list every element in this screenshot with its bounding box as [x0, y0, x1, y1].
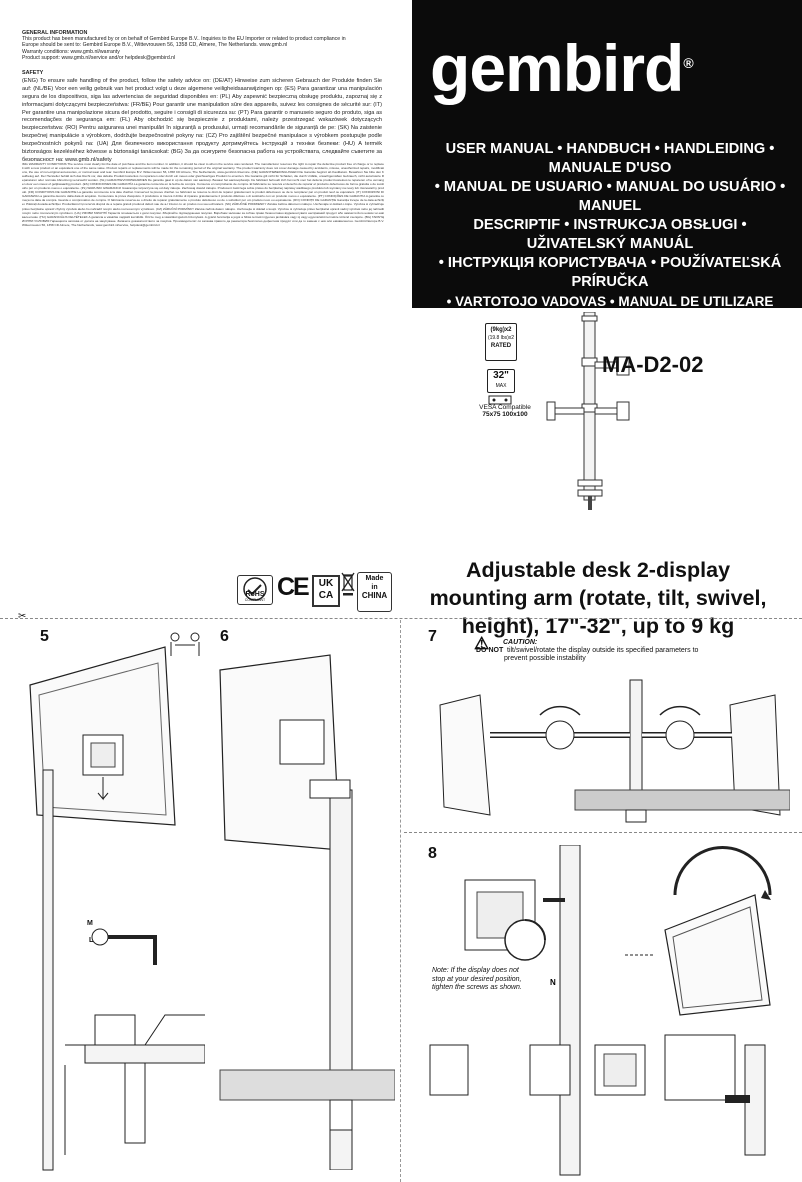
manual-title-line: USER MANUAL • HANDBUCH • HANDLEIDING • M…: [445, 141, 775, 176]
ukca-bottom: CA: [318, 590, 334, 601]
caution-text-1: tilt/swivel/rotate the display outside i…: [507, 647, 699, 654]
weight-rating-badge: (9kg)x2 (19.8 lbs)x2 RATED: [485, 323, 517, 361]
manual-title-line: DESCRIPTIF • INSTRUKCJA OBSŁUGI • UŽIVAT…: [473, 217, 747, 252]
vesa-label: VESA Compatible 75x75 100x100: [465, 404, 545, 418]
logo-text: gembird: [430, 31, 684, 105]
caution-label: CAUTION:: [503, 639, 538, 646]
note-line: stop at your desired position,: [432, 975, 522, 983]
general-line: Warranty conditions: www.gmb.nl/warranty: [22, 48, 120, 55]
screen-size-max: MAX: [495, 383, 507, 389]
scissors-icon: ✂: [18, 611, 27, 622]
weee-bin-icon: [341, 570, 355, 601]
gembird-logo: gembird®: [430, 30, 802, 106]
title-line: Adjustable desk 2-display: [465, 558, 731, 582]
step-7-illustration: [439, 679, 790, 823]
made-label: Made: [365, 575, 384, 582]
safety-section: SAFETY (ENG) To ensure safe handling of …: [22, 70, 382, 165]
caution-text-2: prevent possible instability: [504, 655, 586, 662]
label-l: L: [89, 937, 94, 944]
manual-title-line: • ІНСТРУКЦІЯ КОРИСТУВАЧА • POUŽÍVATEĽSKÁ…: [438, 255, 782, 290]
rohs-mark: RoHS COMPLIANT: [237, 575, 273, 605]
brand-header: [412, 0, 802, 308]
cut-line: [0, 618, 802, 619]
caution-do-not: DO NOT: [476, 647, 504, 654]
registered-mark: ®: [683, 55, 693, 71]
vesa-icon: [488, 392, 512, 410]
step-6-number: 6: [220, 628, 229, 645]
general-line: Europe should be sent to: Gembird Europe…: [22, 42, 288, 49]
screen-size-badge: 32" MAX: [487, 369, 515, 393]
step-5-number: 5: [40, 628, 49, 645]
caution-icon: ⚠: [474, 634, 490, 653]
ce-mark: CE: [277, 573, 310, 601]
safety-heading: SAFETY: [22, 70, 44, 76]
made-in-china-badge: Made in CHINA: [357, 572, 392, 612]
warranty-text: IMG WARRANTY CONDITIONS The service must…: [22, 162, 384, 227]
product-illustration: [546, 312, 630, 510]
vesa-sizes: 75x75 100x100: [482, 411, 528, 418]
rohs-sub: COMPLIANT: [244, 598, 266, 602]
label-m: M: [87, 920, 93, 927]
general-heading: GENERAL INFORMATION: [22, 30, 88, 36]
general-line: Product support: www.gmb.nl/service and/…: [22, 54, 176, 61]
weight-lbs: (19.8 lbs)x2: [487, 335, 515, 341]
title-line: mounting arm (rotate, tilt, swivel,: [429, 586, 767, 610]
product-title: Adjustable desk 2-display mounting arm (…: [402, 556, 794, 640]
in-label: in: [371, 583, 378, 591]
ukca-mark: UK CA: [312, 575, 340, 607]
step-8-number: 8: [428, 845, 437, 862]
note-line: Note: If the display does not: [432, 967, 519, 974]
step-divider: [404, 832, 802, 833]
safety-text: (ENG) To ensure safe handling of the pro…: [22, 77, 382, 163]
step-5-illustration: [29, 632, 205, 1171]
general-information: GENERAL INFORMATION This product has bee…: [22, 30, 382, 61]
manual-title-line: • VARTOTOJO VADOVAS • MANUAL DE UTILIZAR…: [446, 294, 774, 309]
title-line: height), 17"-32", up to 9 kg: [461, 614, 735, 638]
rohs-label: RoHS: [245, 591, 265, 598]
step-6-illustration: [219, 654, 395, 1170]
manual-titles: USER MANUAL • HANDBUCH • HANDLEIDING • M…: [430, 140, 790, 311]
model-number: MA-D2-02: [602, 352, 704, 377]
weight-rated: RATED: [490, 343, 512, 349]
general-line: This product has been manufactured by or…: [22, 36, 346, 43]
manual-title-line: • MANUAL DE USUARIO • MANUAL DO USUÁRIO …: [434, 179, 786, 214]
step-7-number: 7: [428, 628, 437, 645]
vesa-compatible: VESA Compatible: [479, 404, 531, 411]
note-line: tighten the screws as shown.: [432, 984, 522, 992]
fold-line: [400, 620, 401, 1182]
note-text: Note: If the display does not stop at yo…: [432, 967, 542, 993]
label-n: N: [550, 978, 556, 987]
step-8-illustration: N: [429, 845, 772, 1176]
ukca-top: UK: [318, 578, 334, 589]
weight-kg: (9kg)x2: [490, 327, 512, 333]
china-label: CHINA: [361, 591, 388, 600]
screen-size: 32": [493, 370, 509, 381]
rohs-icon: [243, 577, 267, 601]
